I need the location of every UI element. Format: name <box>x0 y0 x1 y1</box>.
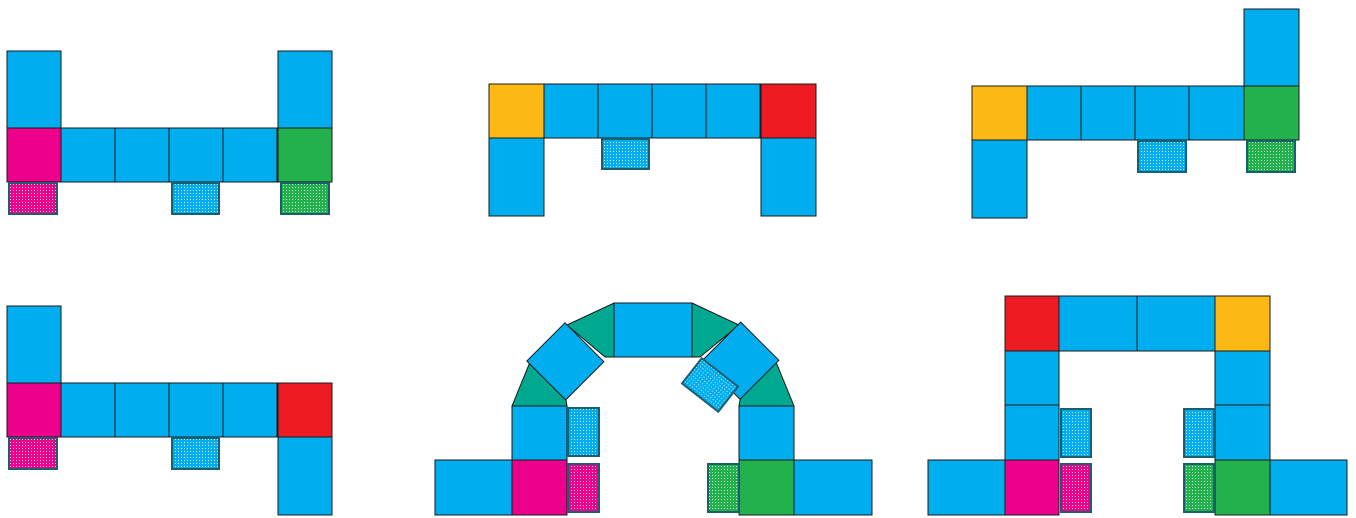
blue-dotted-tab <box>1138 141 1186 172</box>
green-dotted-tab <box>1184 464 1214 512</box>
red-block <box>278 383 332 437</box>
blue-block <box>1027 86 1082 140</box>
yellow-block <box>489 84 544 138</box>
blue-block <box>115 128 169 182</box>
green-dotted-tab <box>708 464 739 512</box>
blue-block <box>7 51 61 128</box>
blue-block <box>739 406 794 460</box>
magenta-block <box>7 383 61 437</box>
magenta-block <box>512 460 567 515</box>
blue-block <box>544 84 598 138</box>
blue-block <box>278 437 332 515</box>
blue-block <box>1215 405 1270 460</box>
yellow-block <box>972 86 1027 140</box>
pink-dotted-tab <box>1061 464 1091 512</box>
panel-4 <box>7 306 332 515</box>
blue-block <box>435 460 512 515</box>
blue-block <box>512 406 567 460</box>
panel-6 <box>928 296 1347 515</box>
green-block <box>1215 460 1270 515</box>
blue-block <box>1005 351 1059 405</box>
blue-block <box>169 128 223 182</box>
green-block <box>278 128 332 182</box>
blue-block <box>489 138 544 216</box>
blue-block <box>115 383 169 437</box>
blue-block <box>1244 9 1299 86</box>
magenta-block <box>1005 460 1059 515</box>
blue-block <box>169 383 223 437</box>
blue-dotted-tab <box>1061 409 1091 457</box>
red-block <box>761 84 816 138</box>
yellow-block <box>1215 296 1270 351</box>
pink-dotted-tab <box>568 464 599 512</box>
magenta-block <box>7 128 61 182</box>
green-dotted-tab <box>1247 141 1295 172</box>
blue-block <box>7 306 61 383</box>
blue-block <box>614 303 692 357</box>
panel-1 <box>7 51 332 214</box>
blue-block <box>278 51 332 128</box>
blue-block <box>223 383 277 437</box>
blue-block <box>652 84 706 138</box>
blue-block <box>1005 405 1059 460</box>
blue-block <box>1270 460 1347 515</box>
blue-block <box>1215 351 1270 405</box>
pink-dotted-tab <box>9 438 57 469</box>
blue-dotted-tab <box>172 183 219 214</box>
blue-block <box>706 84 760 138</box>
blue-block <box>61 128 115 182</box>
panel-2 <box>489 84 816 216</box>
green-block <box>1244 86 1299 140</box>
green-dotted-tab <box>281 183 329 214</box>
blue-block <box>1189 86 1244 140</box>
blue-block <box>223 128 277 182</box>
blue-block <box>928 460 1005 515</box>
blue-block <box>794 460 872 515</box>
blue-block <box>598 84 652 138</box>
panel-5 <box>435 303 872 515</box>
blue-dotted-tab <box>1184 409 1214 457</box>
blue-block <box>1137 296 1215 351</box>
blue-block <box>761 138 816 216</box>
blue-dotted-tab <box>602 139 649 169</box>
blue-block <box>61 383 115 437</box>
pink-dotted-tab <box>9 183 57 214</box>
blue-dotted-tab <box>172 438 219 469</box>
blue-block <box>1059 296 1137 351</box>
green-block <box>739 460 794 515</box>
blue-block <box>1081 86 1136 140</box>
diagram-layer <box>7 9 1347 515</box>
blue-dotted-tab <box>568 408 599 456</box>
red-block <box>1005 296 1059 351</box>
blue-block <box>1135 86 1190 140</box>
blue-block <box>972 140 1027 218</box>
panel-3 <box>972 9 1299 218</box>
